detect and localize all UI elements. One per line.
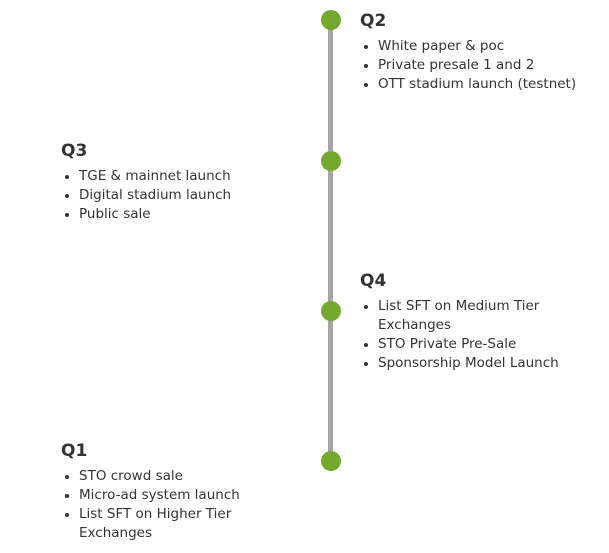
milestone-heading: Q3 [61,141,88,161]
list-item: List SFT on Higher Tier Exchanges [65,505,261,543]
milestone-q3: Q3 TGE & mainnet launch Digital stadium … [61,141,286,224]
milestone-q2: Q2 White paper & poc Private presale 1 a… [360,11,605,94]
timeline-line [328,20,333,462]
list-item: Digital stadium launch [65,186,286,205]
list-item: STO Private Pre-Sale [364,335,575,354]
milestone-item-list: TGE & mainnet launch Digital stadium lau… [61,167,286,224]
list-item: OTT stadium launch (testnet) [364,75,605,94]
milestone-q4: Q4 List SFT on Medium Tier Exchanges STO… [360,271,575,373]
list-item: TGE & mainnet launch [65,167,286,186]
list-item: Sponsorship Model Launch [364,354,575,373]
list-item: List SFT on Medium Tier Exchanges [364,297,575,335]
list-item: Public sale [65,205,286,224]
list-item: Private presale 1 and 2 [364,56,605,75]
milestone-q1: Q1 STO crowd sale Micro-ad system launch… [61,441,261,543]
milestone-heading: Q4 [360,271,387,291]
milestone-item-list: List SFT on Medium Tier Exchanges STO Pr… [360,297,575,373]
list-item: White paper & poc [364,37,605,56]
milestone-dot-q3 [321,151,341,171]
list-item: Micro-ad system launch [65,486,261,505]
milestone-heading: Q2 [360,11,387,31]
milestone-item-list: STO crowd sale Micro-ad system launch Li… [61,467,261,543]
milestone-dot-q1 [321,451,341,471]
milestone-dot-q2 [321,10,341,30]
milestone-dot-q4 [321,301,341,321]
milestone-heading: Q1 [61,441,88,461]
milestone-item-list: White paper & poc Private presale 1 and … [360,37,605,94]
list-item: STO crowd sale [65,467,261,486]
